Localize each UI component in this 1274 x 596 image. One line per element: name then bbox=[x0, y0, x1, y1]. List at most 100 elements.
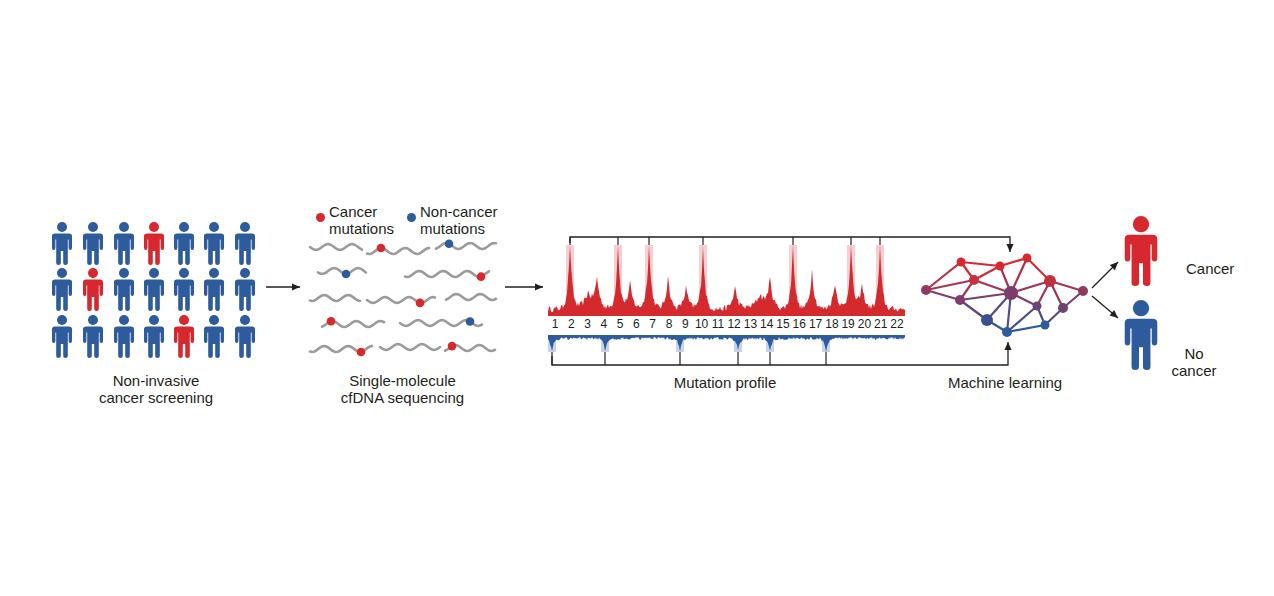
network-node bbox=[1044, 275, 1056, 287]
chromosome-number: 12 bbox=[724, 318, 744, 331]
bracket-tick bbox=[648, 237, 649, 245]
chromosome-number: 14 bbox=[757, 318, 777, 331]
arrow-head bbox=[1006, 244, 1013, 252]
chromosome-number: 4 bbox=[594, 318, 614, 331]
network-node bbox=[1058, 303, 1068, 313]
dna-fragment bbox=[310, 295, 360, 301]
chromosome-number: 2 bbox=[561, 318, 581, 331]
mutation-dot bbox=[448, 342, 457, 351]
person-icon bbox=[114, 222, 134, 265]
chromosome-number: 11 bbox=[708, 318, 728, 331]
connector-arrow bbox=[552, 342, 1012, 365]
neural-network bbox=[921, 254, 1088, 338]
person-icon bbox=[52, 268, 72, 311]
bracket-tick bbox=[702, 237, 703, 245]
person-icon bbox=[52, 315, 72, 358]
no-cancer-output: No cancer bbox=[1118, 298, 1258, 382]
bracket-tick bbox=[769, 352, 770, 365]
node-label: Cancer bbox=[1186, 260, 1234, 277]
network-link bbox=[961, 262, 1000, 266]
bracket-tick bbox=[879, 237, 880, 245]
network-node bbox=[969, 275, 979, 285]
network-link bbox=[960, 293, 1011, 300]
connector-line bbox=[1092, 296, 1118, 318]
no-cancer-person bbox=[1125, 300, 1158, 370]
chromosome-number: 6 bbox=[626, 318, 646, 331]
chromosome-number: 9 bbox=[675, 318, 695, 331]
bracket-tick bbox=[604, 352, 605, 365]
person-icon bbox=[235, 222, 255, 265]
screening-panel: Non-invasive cancer screening bbox=[46, 220, 266, 406]
person-icon bbox=[83, 222, 103, 265]
connector-arrow bbox=[266, 283, 300, 290]
chromosome-number: 3 bbox=[578, 318, 598, 331]
mutation-dot bbox=[466, 317, 475, 326]
sequencing-panel: Single-molecule cfDNA sequencing bbox=[300, 240, 505, 406]
bracket-tick bbox=[792, 237, 793, 245]
chromosome-number: 10 bbox=[692, 318, 712, 331]
node-label: Single-molecule cfDNA sequencing bbox=[336, 372, 470, 406]
network-node bbox=[921, 285, 931, 295]
node-label: Mutation profile bbox=[674, 374, 777, 391]
person-icon bbox=[144, 222, 164, 265]
node-label: Machine learning bbox=[948, 374, 1062, 391]
mutation-profile-chart bbox=[548, 237, 905, 365]
profile-panel: Mutation profile bbox=[543, 243, 907, 356]
mutation-dot bbox=[327, 317, 336, 326]
network-node bbox=[1078, 286, 1088, 296]
network-node bbox=[955, 295, 965, 305]
cfdna-fragments bbox=[310, 239, 496, 356]
bracket-tick bbox=[737, 352, 738, 365]
ml-panel: Machine learning bbox=[918, 252, 1092, 342]
chromosome-number: 21 bbox=[871, 318, 891, 331]
cancer-person bbox=[1125, 216, 1158, 286]
person-icon bbox=[204, 268, 224, 311]
person-icon bbox=[144, 315, 164, 358]
network-link bbox=[1007, 306, 1037, 332]
person-icon bbox=[174, 222, 194, 265]
connector-line bbox=[570, 237, 1010, 252]
cancer-mutation-profile bbox=[548, 245, 905, 316]
connector-arrow bbox=[570, 237, 1014, 252]
person-icon bbox=[174, 268, 194, 311]
connector-arrow bbox=[505, 283, 543, 290]
dna-fragment bbox=[367, 297, 435, 303]
network-node bbox=[957, 258, 966, 267]
dna-fragment bbox=[310, 244, 362, 250]
dna-fragment bbox=[446, 294, 496, 300]
chromosome-number: 20 bbox=[854, 318, 874, 331]
non-cancer-mutation-profile bbox=[548, 335, 905, 352]
arrow-head bbox=[535, 283, 543, 290]
bracket-tick bbox=[850, 237, 851, 245]
connector-line bbox=[552, 342, 1008, 365]
output-persons bbox=[1125, 216, 1158, 370]
person-icon bbox=[174, 315, 194, 358]
arrow-head bbox=[1110, 310, 1118, 318]
network-node bbox=[1023, 254, 1032, 263]
person-icon bbox=[52, 222, 72, 265]
person-icon bbox=[204, 315, 224, 358]
chromosome-number: 17 bbox=[806, 318, 826, 331]
people-grid bbox=[52, 222, 255, 358]
chromosome-number: 22 bbox=[887, 318, 907, 331]
person-icon bbox=[114, 315, 134, 358]
chromosome-number: 8 bbox=[659, 318, 679, 331]
legend-swatch bbox=[316, 213, 325, 222]
legend-text: Cancer mutations bbox=[329, 203, 403, 237]
arrow-head bbox=[1004, 342, 1011, 350]
person-icon bbox=[235, 315, 255, 358]
arrow-head bbox=[292, 283, 300, 290]
node-label: Non-invasive cancer screening bbox=[91, 372, 221, 406]
person-icon bbox=[235, 268, 255, 311]
chromosome-number: 7 bbox=[643, 318, 663, 331]
mutation-dot bbox=[377, 244, 386, 253]
chromosome-number: 19 bbox=[838, 318, 858, 331]
connector-arrow bbox=[1092, 296, 1118, 318]
chromosome-number: 15 bbox=[773, 318, 793, 331]
chromosome-number: 5 bbox=[610, 318, 630, 331]
bracket-tick bbox=[617, 237, 618, 245]
person-icon bbox=[204, 222, 224, 265]
network-node bbox=[1033, 302, 1042, 311]
